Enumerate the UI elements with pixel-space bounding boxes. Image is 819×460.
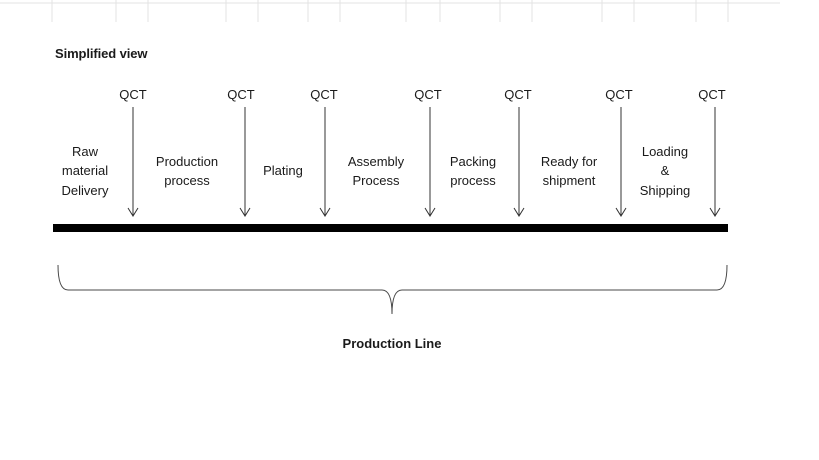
down-arrow-icon <box>319 107 331 217</box>
stage-label: Plating <box>263 163 303 179</box>
down-arrow-icon <box>239 107 251 217</box>
stage-label: Production process <box>155 153 219 189</box>
qct-label: QCT <box>698 87 726 102</box>
stage-label: Raw material Delivery <box>61 143 109 198</box>
qct-label: QCT <box>605 87 633 102</box>
down-arrow-icon <box>424 107 436 217</box>
down-arrow-icon <box>127 107 139 217</box>
qct-label: QCT <box>504 87 532 102</box>
qct-label: QCT <box>414 87 442 102</box>
stage-plating: Plating <box>235 130 331 212</box>
qct-label: QCT <box>119 87 147 102</box>
stage-loading-shipping: Loading & Shipping <box>617 130 713 212</box>
page-title: Simplified view <box>55 46 148 61</box>
stage-label: Ready for shipment <box>540 153 598 189</box>
production-line-label: Production Line <box>342 336 442 351</box>
curly-brace <box>57 264 728 315</box>
timeline-bar <box>53 224 728 232</box>
down-arrow-icon <box>615 107 627 217</box>
stage-raw-material-delivery: Raw material Delivery <box>37 130 133 212</box>
stage-label: Loading & Shipping <box>639 143 691 198</box>
qct-label: QCT <box>310 87 338 102</box>
stage-label: Assembly Process <box>347 153 405 189</box>
down-arrow-icon <box>513 107 525 217</box>
qct-arrows <box>127 107 721 217</box>
down-arrow-icon <box>709 107 721 217</box>
spreadsheet-gridlines <box>0 0 780 22</box>
stage-label: Packing process <box>449 153 497 189</box>
stage-packing-process: Packing process <box>425 130 521 212</box>
qct-label: QCT <box>227 87 255 102</box>
stage-ready-for-shipment: Ready for shipment <box>521 130 617 212</box>
stage-assembly-process: Assembly Process <box>328 130 424 212</box>
stage-production-process: Production process <box>139 130 235 212</box>
